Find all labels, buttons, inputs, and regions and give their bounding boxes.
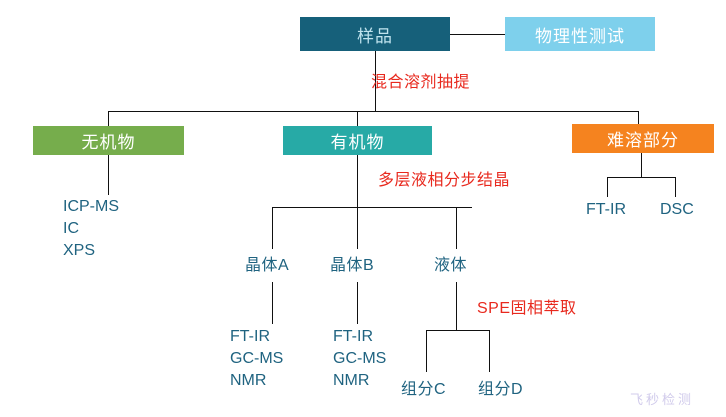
method-insoluble-dsc: DSC bbox=[660, 201, 694, 218]
methods-crystal-b: FT-IR GC-MS NMR bbox=[333, 326, 386, 392]
connector-organic-bar bbox=[272, 207, 472, 208]
method-crystal-a-ftir: FT-IR bbox=[230, 328, 270, 345]
connector-liquid-down bbox=[456, 282, 457, 330]
method-crystal-a-gcms: GC-MS bbox=[230, 350, 284, 367]
node-organic[interactable]: 有机物 bbox=[283, 126, 432, 155]
connector-row2-bar bbox=[108, 111, 638, 112]
connector-to-component-c bbox=[426, 330, 427, 372]
connector-inorganic-down bbox=[108, 155, 109, 195]
connector-to-liquid bbox=[456, 207, 457, 249]
methods-crystal-a: FT-IR GC-MS NMR bbox=[230, 326, 283, 392]
connector-insoluble-down bbox=[641, 153, 642, 177]
connector-to-organic bbox=[357, 111, 358, 126]
connector-organic-down bbox=[357, 155, 358, 207]
node-crystal-a[interactable]: 晶体A bbox=[245, 257, 290, 274]
connector-to-component-d bbox=[489, 330, 490, 372]
methods-inorganic: ICP-MS IC XPS bbox=[63, 196, 119, 262]
node-organic-label: 有机物 bbox=[330, 133, 385, 152]
method-icp-ms: ICP-MS bbox=[63, 198, 119, 215]
node-sample-label: 样品 bbox=[357, 26, 393, 46]
method-xps: XPS bbox=[63, 242, 96, 259]
node-physical-test[interactable]: 物理性测试 bbox=[505, 17, 655, 51]
node-crystal-b[interactable]: 晶体B bbox=[330, 257, 375, 274]
node-inorganic[interactable]: 无机物 bbox=[33, 126, 184, 155]
connector-insoluble-to-ftir bbox=[607, 177, 608, 197]
connector-insoluble-bar bbox=[607, 177, 675, 178]
method-crystal-b-gcms: GC-MS bbox=[333, 350, 387, 367]
node-liquid[interactable]: 液体 bbox=[434, 257, 468, 274]
node-physical-test-label: 物理性测试 bbox=[535, 26, 625, 46]
connector-to-crystal-a bbox=[272, 207, 273, 249]
watermark: 飞秒检测 bbox=[630, 392, 695, 407]
connector-crystal-a-down bbox=[272, 282, 273, 324]
node-insoluble-label: 难溶部分 bbox=[607, 131, 679, 150]
process-label-multilayer-crystallization: 多层液相分步结晶 bbox=[378, 172, 511, 189]
node-sample[interactable]: 样品 bbox=[300, 17, 450, 51]
node-component-d[interactable]: 组分D bbox=[478, 381, 524, 398]
connector-spe-bar bbox=[426, 330, 489, 331]
connector-insoluble-to-dsc bbox=[675, 177, 676, 197]
method-crystal-b-ftir: FT-IR bbox=[333, 328, 373, 345]
process-label-spe-extraction: SPE固相萃取 bbox=[477, 300, 577, 317]
connector-to-inorganic bbox=[108, 111, 109, 126]
node-component-c[interactable]: 组分C bbox=[401, 381, 447, 398]
connector-to-crystal-b bbox=[357, 207, 358, 249]
process-label-mixed-solvent-extraction: 混合溶剂抽提 bbox=[371, 74, 471, 91]
connector-crystal-b-down bbox=[357, 282, 358, 324]
connector-to-insoluble bbox=[638, 111, 639, 126]
method-crystal-b-nmr: NMR bbox=[333, 372, 370, 389]
connector-sample-down bbox=[375, 51, 376, 111]
method-ic: IC bbox=[63, 220, 79, 237]
node-insoluble[interactable]: 难溶部分 bbox=[572, 124, 714, 153]
connector-sample-to-physical bbox=[450, 34, 505, 35]
method-crystal-a-nmr: NMR bbox=[230, 372, 267, 389]
node-inorganic-label: 无机物 bbox=[81, 133, 136, 152]
method-insoluble-ftir: FT-IR bbox=[586, 201, 626, 218]
